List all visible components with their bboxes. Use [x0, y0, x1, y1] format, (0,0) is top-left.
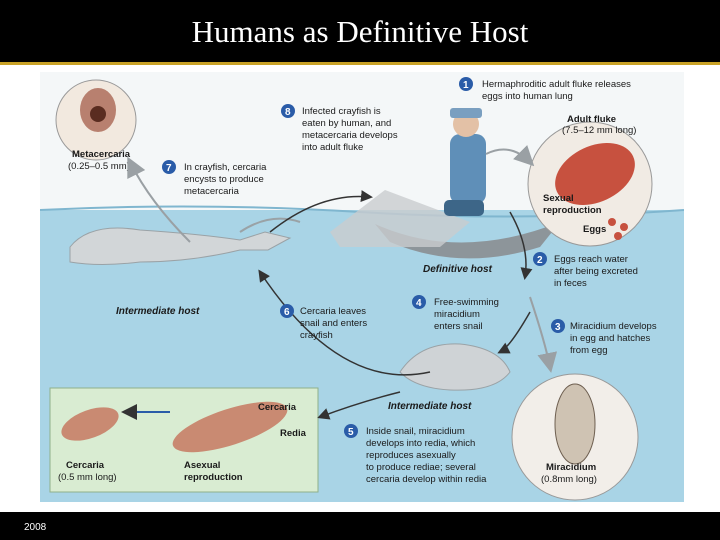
fisherman-hat	[450, 108, 482, 118]
arrow-snail-to-crayfish	[258, 269, 431, 376]
step-2-badge	[533, 252, 547, 266]
arrow-crayfish-to-human	[269, 190, 373, 233]
adult-fluke-label-1: Adult fluke	[567, 114, 616, 125]
eggs-label: Eggs	[583, 224, 606, 235]
step-5-line-3: reproduces asexually	[366, 450, 456, 461]
egg-1	[608, 218, 616, 226]
step-1-badge	[459, 77, 473, 91]
step-8-line-1: Infected crayfish is	[302, 106, 381, 117]
step-2-line-2: after being excreted	[554, 266, 638, 277]
miracidium	[554, 383, 596, 465]
step-6-line-3: crayfish	[300, 330, 333, 341]
step-4-badge	[412, 295, 426, 309]
asexual-reproduction-label-2: reproduction	[184, 472, 243, 483]
step-5-line-1: Inside snail, miracidium	[366, 426, 465, 437]
step-1-line-1: Hermaphroditic adult fluke releases	[482, 79, 631, 90]
fishing-net	[330, 190, 470, 247]
arrow-human-to-fluke	[485, 145, 535, 167]
step-8-line-4: into adult fluke	[302, 142, 363, 153]
step-6-line-2: snail and enters	[300, 318, 367, 329]
step-1-number: 1	[463, 80, 469, 91]
step-7-line-1: In crayfish, cercaria	[184, 162, 267, 173]
definitive-host-label: Definitive host	[423, 264, 493, 275]
adult-fluke	[555, 143, 635, 205]
step-3-badge	[551, 319, 565, 333]
egg-2	[620, 223, 628, 231]
arrow-snail-to-cercaria	[317, 391, 401, 420]
step-3-line-2: in egg and hatches	[570, 333, 651, 344]
arrow-miracidium-to-snail	[497, 311, 531, 354]
fisherman-legs	[444, 200, 484, 216]
egg-3	[614, 232, 622, 240]
step-7-number: 7	[166, 163, 172, 174]
step-5-badge	[344, 424, 358, 438]
intermediate-host-snail-label: Intermediate host	[388, 401, 472, 412]
title-divider	[0, 62, 720, 65]
step-4-line-1: Free-swimming	[434, 297, 499, 308]
step-3-number: 3	[555, 322, 561, 333]
adult-fluke-label-2: (7.5–12 mm long)	[562, 125, 636, 136]
arrow-fluke-to-eggs	[509, 211, 533, 280]
metacercaria-label-1: Metacercaria	[72, 149, 131, 160]
cercaria-bottom-label-1: Cercaria	[66, 460, 105, 471]
step-3-line-3: from egg	[570, 345, 608, 356]
step-5-number: 5	[348, 427, 354, 438]
sexual-reproduction-label-1: Sexual	[543, 193, 574, 204]
step-2-number: 2	[537, 255, 543, 266]
intermediate-host-crayfish-label: Intermediate host	[116, 306, 200, 317]
miracidium-label-1: Miracidium	[546, 462, 596, 473]
fisherman-body	[450, 134, 486, 204]
step-6-line-1: Cercaria leaves	[300, 306, 366, 317]
asexual-reproduction-label-1: Asexual	[184, 460, 220, 471]
step-4-line-2: miracidium	[434, 309, 480, 320]
miracidium-label-2: (0.8mm long)	[541, 474, 597, 485]
arrow-eggs-to-miracidium	[529, 296, 558, 373]
snail	[399, 343, 511, 391]
step-3-line-1: Miracidium develops	[570, 321, 657, 332]
step-4-number: 4	[416, 298, 422, 309]
cercaria-bottom-label-2: (0.5 mm long)	[58, 472, 117, 483]
sexual-reproduction-label-2: reproduction	[543, 205, 602, 216]
boat	[375, 222, 560, 259]
step-8-badge	[281, 104, 295, 118]
slide-title: Humans as Definitive Host	[191, 14, 529, 49]
step-7-line-3: metacercaria	[184, 186, 240, 197]
step-7-line-2: encysts to produce	[184, 174, 264, 185]
step-5-line-2: develops into redia, which	[366, 438, 475, 449]
metacercaria-core	[90, 106, 106, 122]
step-1-line-2: eggs into human lung	[482, 91, 573, 102]
cercaria-organism	[61, 407, 119, 441]
step-6-badge	[280, 304, 294, 318]
crayfish	[69, 227, 292, 265]
metacercaria-label-2: (0.25–0.5 mm)	[68, 161, 130, 172]
cercaria-top-label: Cercaria	[258, 402, 297, 413]
step-8-number: 8	[285, 107, 291, 118]
footer-year: 2008	[24, 522, 47, 533]
step-8-line-2: eaten by human, and	[302, 118, 391, 129]
redia-organism	[172, 401, 288, 453]
step-5-line-5: cercaria develop within redia	[366, 474, 487, 485]
redia-label: Redia	[280, 428, 307, 439]
crayfish-claw	[239, 217, 301, 233]
step-8-line-3: metacercaria develops	[302, 130, 398, 141]
title-bar	[0, 0, 720, 62]
step-2-line-3: in feces	[554, 278, 587, 289]
step-7-badge	[162, 160, 176, 174]
step-5-line-4: to produce rediae; several	[366, 462, 476, 473]
lung-fluke-life-cycle-diagram: Metacercaria (0.25–0.5 mm) Adult fluke (…	[40, 72, 684, 502]
step-6-number: 6	[284, 307, 290, 318]
arrow-crayfish-to-metacercaria	[127, 156, 191, 243]
step-2-line-1: Eggs reach water	[554, 254, 628, 265]
footer-bar	[0, 512, 720, 540]
step-4-line-3: enters snail	[434, 321, 483, 332]
